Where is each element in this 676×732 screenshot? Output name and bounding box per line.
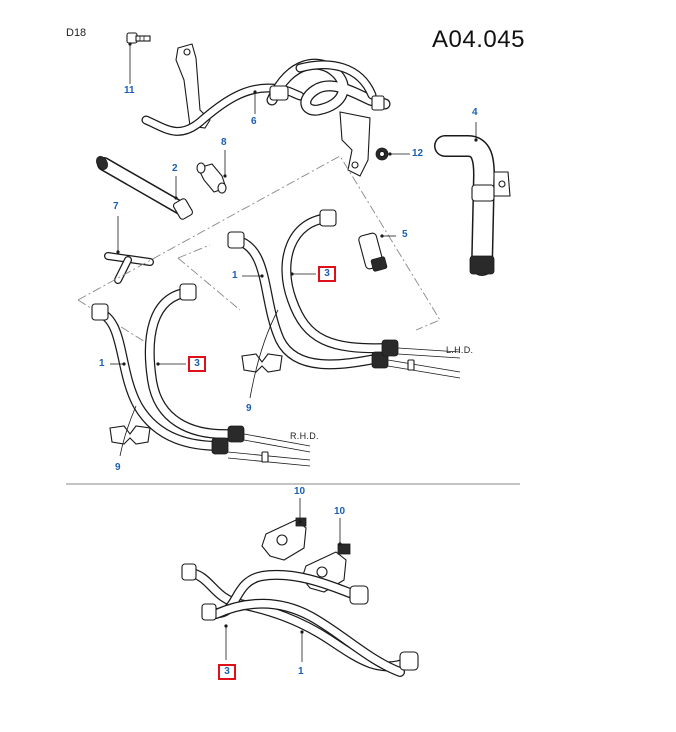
variant-label-rhd: R.H.D.: [290, 431, 319, 441]
callout-1-rhd: 1: [99, 358, 105, 369]
connector-part-5: [358, 232, 388, 272]
union-part-7: [104, 252, 154, 284]
callout-6: 6: [251, 116, 257, 127]
pipe-part-2: [96, 156, 194, 220]
callout-2: 2: [172, 163, 178, 174]
hose-assembly-rhd: [91, 283, 311, 467]
clip-part-10a: [261, 517, 307, 561]
callout-3-lower: 3: [218, 664, 236, 680]
hose-assembly-lower: [181, 563, 419, 677]
callout-8: 8: [221, 137, 227, 148]
diagram-reference: A04.045: [432, 26, 525, 53]
clip-part-9b: [109, 425, 151, 445]
callout-11: 11: [124, 85, 135, 96]
connector-part-8: [196, 162, 227, 194]
hose-assembly-lhd: [227, 209, 461, 379]
callout-9-rhd: 9: [115, 462, 121, 473]
diagram-code: D18: [66, 27, 87, 39]
callout-4: 4: [472, 107, 478, 118]
clip-part-9a: [241, 353, 283, 373]
leader-lines: [110, 42, 478, 662]
heater-pipe-6: [141, 58, 391, 177]
grommet-part-12: [375, 147, 389, 161]
callout-1-lower: 1: [298, 666, 304, 677]
callout-12: 12: [412, 148, 424, 159]
elbow-hose-part-4: [434, 135, 511, 276]
callout-10-right: 10: [334, 506, 346, 517]
callout-3-rhd: 3: [188, 356, 206, 372]
bolt-part-11: [126, 32, 151, 44]
mounting-bracket: [175, 43, 211, 129]
callout-5: 5: [402, 229, 408, 240]
callout-7: 7: [113, 201, 119, 212]
callout-10-left: 10: [294, 486, 306, 497]
callout-3-lhd: 3: [318, 266, 336, 282]
callout-9-lhd: 9: [246, 403, 252, 414]
callout-1-lhd: 1: [232, 270, 238, 281]
variant-label-lhd: L.H.D.: [446, 345, 474, 355]
